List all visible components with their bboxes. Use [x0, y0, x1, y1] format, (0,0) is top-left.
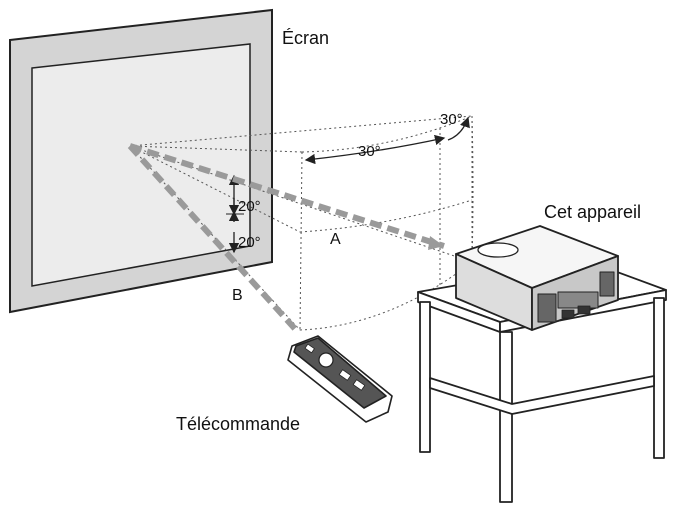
horizontal-angle-label: 30° — [358, 143, 381, 160]
projector — [455, 225, 619, 331]
beam-a-label: A — [330, 231, 341, 248]
screen-label: Écran — [282, 28, 329, 48]
vertical-down-angle-label: 20° — [238, 234, 261, 251]
remote-control — [287, 335, 393, 423]
unit-label: Cet appareil — [544, 202, 641, 222]
beam-b-label: B — [232, 287, 243, 304]
beam-a — [129, 143, 445, 250]
vertical-outer-angle-label: 30° — [440, 111, 463, 128]
vertical-up-angle-label: 20° — [238, 198, 261, 215]
beam-b — [127, 143, 299, 333]
remote-label: Télécommande — [176, 414, 300, 434]
